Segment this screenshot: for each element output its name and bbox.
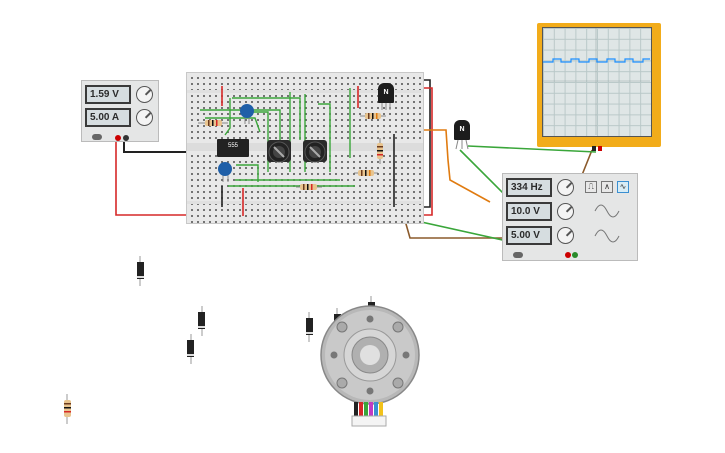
oscilloscope-probe-positive[interactable] bbox=[598, 146, 602, 151]
jumper-green-6[interactable] bbox=[236, 164, 259, 182]
diode-3[interactable] bbox=[187, 334, 194, 364]
potentiometer-1[interactable] bbox=[267, 140, 291, 163]
frequency-knob[interactable] bbox=[557, 179, 574, 196]
square-wave-button[interactable]: ⎍ bbox=[585, 181, 597, 193]
wire-green-scope[interactable] bbox=[467, 145, 597, 153]
capacitor-1[interactable] bbox=[240, 104, 254, 124]
offset-display: 5.00 V bbox=[506, 226, 552, 245]
breadboard-bottom-rail-divider bbox=[187, 201, 423, 204]
jumper-green-9[interactable] bbox=[318, 103, 331, 172]
ic-555-label: 555 bbox=[227, 143, 238, 149]
oscilloscope-probe-negative[interactable] bbox=[592, 146, 596, 151]
timer-555-ic[interactable] bbox=[217, 139, 249, 157]
stepper-motor[interactable] bbox=[320, 305, 420, 427]
breadboard-top-rail-divider bbox=[187, 90, 423, 93]
supply-current-display: 5.00 A bbox=[85, 108, 131, 127]
amplitude-knob[interactable] bbox=[557, 203, 574, 220]
function-generator[interactable]: 334 Hz 10.0 V 5.00 V ⎍ ∧ ∿ bbox=[502, 173, 638, 261]
current-knob[interactable] bbox=[136, 109, 153, 126]
diode-1[interactable] bbox=[137, 256, 144, 286]
supply-positive-terminal[interactable] bbox=[123, 135, 129, 141]
resistor-1[interactable] bbox=[198, 120, 228, 126]
dc-power-supply[interactable]: 1.59 V 5.00 A bbox=[81, 80, 159, 142]
diode-4[interactable] bbox=[306, 312, 313, 342]
supply-power-switch[interactable] bbox=[92, 134, 102, 140]
generator-positive-terminal[interactable] bbox=[572, 252, 578, 258]
transistor-2-leads bbox=[455, 140, 469, 150]
diode-2[interactable] bbox=[198, 306, 205, 336]
oscilloscope-screen bbox=[542, 27, 652, 137]
jumper-green-1[interactable] bbox=[200, 109, 281, 140]
offset-knob[interactable] bbox=[557, 227, 574, 244]
resistor-loose[interactable] bbox=[64, 394, 71, 424]
frequency-display: 334 Hz bbox=[506, 178, 552, 197]
resistor-5[interactable] bbox=[296, 184, 322, 190]
jumper-green-3[interactable] bbox=[224, 98, 231, 136]
resistor-2[interactable] bbox=[360, 113, 386, 119]
voltage-knob[interactable] bbox=[136, 86, 153, 103]
oscilloscope[interactable] bbox=[537, 23, 661, 151]
offset-wave-icon bbox=[594, 229, 620, 243]
oscilloscope-trace bbox=[543, 28, 650, 135]
generator-power-switch[interactable] bbox=[513, 252, 523, 258]
resistor-3[interactable] bbox=[377, 138, 383, 164]
supply-voltage-display: 1.59 V bbox=[85, 85, 131, 104]
jumper-green-4[interactable] bbox=[232, 97, 301, 140]
triangle-wave-button[interactable]: ∧ bbox=[601, 181, 613, 193]
sine-wave-button[interactable]: ∿ bbox=[617, 181, 629, 193]
supply-negative-terminal[interactable] bbox=[115, 135, 121, 141]
resistor-4[interactable] bbox=[354, 170, 378, 176]
transistor-1-label: N bbox=[383, 89, 389, 96]
jumper-green-2[interactable] bbox=[205, 117, 261, 133]
potentiometer-2[interactable] bbox=[303, 140, 327, 163]
transistor-2[interactable]: N bbox=[454, 120, 470, 140]
wire-orange[interactable] bbox=[388, 129, 491, 203]
generator-negative-terminal[interactable] bbox=[565, 252, 571, 258]
transistor-1-leads bbox=[381, 103, 391, 110]
transistor-2-label: N bbox=[459, 126, 465, 133]
amplitude-display: 10.0 V bbox=[506, 202, 552, 221]
capacitor-2[interactable] bbox=[218, 162, 232, 182]
transistor-1[interactable]: N bbox=[378, 83, 394, 103]
amplitude-wave-icon bbox=[594, 204, 620, 218]
